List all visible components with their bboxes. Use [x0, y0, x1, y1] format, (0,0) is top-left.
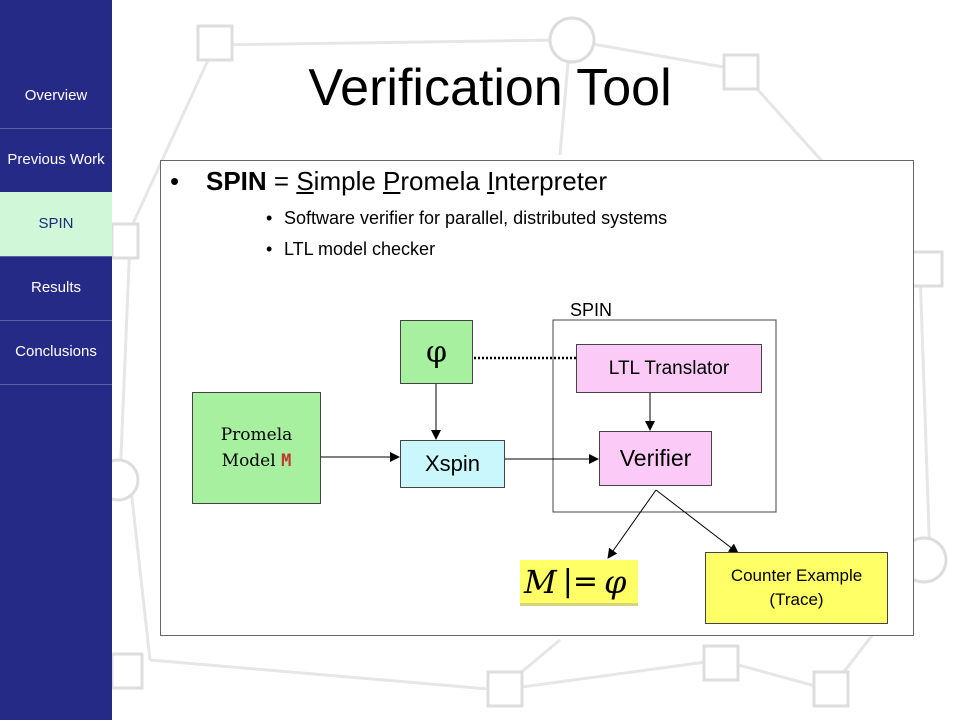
promela-label-line2: Model M: [222, 448, 292, 474]
xspin-box: Xspin: [400, 440, 505, 488]
phi-symbol: φ: [425, 334, 447, 370]
equals-sign: =: [266, 166, 297, 196]
nav-item-spin[interactable]: SPIN: [0, 192, 112, 257]
word-promela-rest: romela: [400, 166, 488, 196]
sub-bullet-text: Software verifier for parallel, distribu…: [284, 208, 668, 228]
promela-model-box: Promela Model M: [192, 392, 321, 504]
spin-group-label: SPIN: [570, 300, 613, 320]
ltl-translator-box: LTL Translator: [576, 344, 762, 393]
nav-item-results[interactable]: Results: [0, 256, 112, 321]
nav-item-label: SPIN: [38, 215, 74, 232]
bullet-marker: •: [170, 166, 180, 196]
counter-example-line2: (Trace): [769, 590, 824, 609]
initial-s: S: [296, 166, 314, 196]
satisfies-result-box: M |= φ: [520, 560, 638, 606]
nav-item-previous-work[interactable]: Previous Work: [0, 128, 112, 193]
nav-item-label: Previous Work: [7, 151, 105, 168]
bullet-marker: •: [266, 208, 273, 228]
sub-bullet-text: LTL model checker: [284, 239, 436, 259]
satisfies-symbol: |=: [562, 564, 599, 599]
bullet-marker: •: [266, 239, 273, 259]
model-variable: M: [281, 451, 292, 471]
word-interpreter-rest: nterpreter: [494, 166, 608, 196]
result-phi-symbol: φ: [604, 562, 627, 601]
initial-p: P: [383, 166, 401, 196]
nav-item-label: Results: [30, 279, 82, 296]
verifier-label: Verifier: [619, 445, 692, 471]
result-model-symbol: M: [524, 562, 557, 601]
slide-title: Verification Tool: [308, 59, 672, 117]
sidebar-nav: Overview Previous Work SPIN Results Conc…: [0, 0, 112, 720]
ltl-translator-label: LTL Translator: [608, 357, 730, 379]
main-bullet-text: SPIN = Simple Promela Interpreter: [206, 166, 607, 197]
phi-formula-box: φ: [400, 320, 473, 384]
nav-item-overview[interactable]: Overview: [0, 64, 112, 129]
counter-example-line1: Counter Example: [730, 566, 863, 585]
nav-item-label: Conclusions: [15, 343, 97, 360]
promela-label-line1: Promela: [220, 425, 293, 445]
word-simple-rest: imple: [313, 166, 384, 196]
model-word: Model: [221, 451, 282, 471]
nav-item-label: Overview: [24, 87, 88, 104]
verifier-box: Verifier: [599, 431, 712, 486]
nav-item-conclusions[interactable]: Conclusions: [0, 320, 112, 385]
spin-term: SPIN: [206, 166, 267, 196]
counter-example-box: Counter Example (Trace): [705, 552, 888, 624]
initial-i: I: [487, 166, 495, 196]
xspin-label: Xspin: [424, 451, 481, 476]
